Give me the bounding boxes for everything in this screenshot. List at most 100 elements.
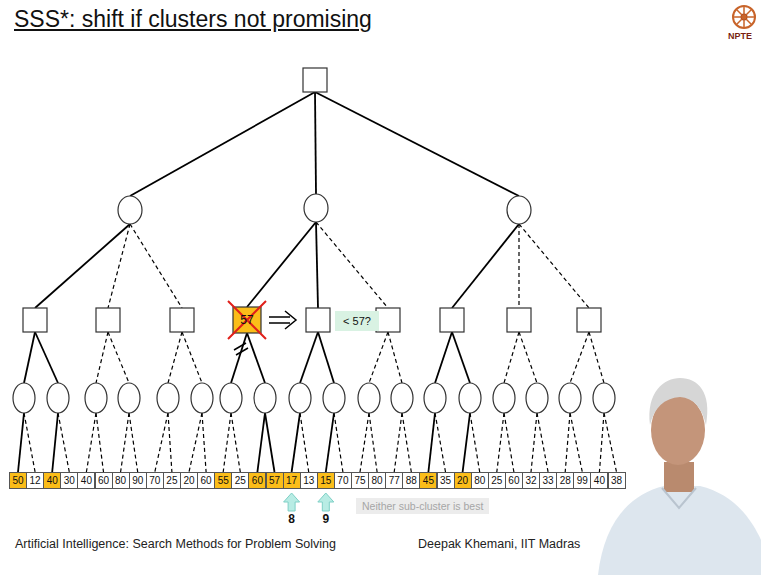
min-node xyxy=(391,383,413,413)
leaf-value-box: 80 xyxy=(112,472,130,489)
tree-edge xyxy=(108,332,129,383)
tree-edge xyxy=(589,332,604,383)
tree-edge xyxy=(369,413,377,472)
tree-edge xyxy=(360,413,369,472)
min-node xyxy=(254,383,276,413)
tree-edge xyxy=(96,413,104,472)
max-node xyxy=(23,308,47,332)
tree-edge xyxy=(35,224,130,308)
footer-author: Deepak Khemani, IIT Madras xyxy=(418,537,580,551)
tree-edge xyxy=(300,413,309,472)
node-text: 20 xyxy=(457,476,468,486)
cross-out-mark xyxy=(228,301,266,339)
node-text: 88 xyxy=(406,476,417,486)
node-text: 75 xyxy=(354,476,365,486)
tree-edge xyxy=(182,332,202,383)
leaf-value-box: 60 xyxy=(197,472,215,489)
tree-edge xyxy=(24,413,35,472)
leaf-value-box: 40 xyxy=(590,472,608,489)
leaf-value-box: 38 xyxy=(608,472,626,489)
tree-edge xyxy=(52,413,58,472)
tree-edge xyxy=(531,413,537,472)
nptel-logo xyxy=(733,6,755,28)
min-node xyxy=(507,196,531,224)
tree-edge xyxy=(121,413,129,472)
tree-edge xyxy=(223,413,231,472)
pointer-arrow xyxy=(318,493,334,511)
tree-edge xyxy=(402,413,411,472)
tree-edge xyxy=(35,332,58,383)
leaf-value-box: 20 xyxy=(180,472,198,489)
presenter-figure xyxy=(598,378,761,575)
node-text: 40 xyxy=(47,476,58,486)
leaf-value-box: 75 xyxy=(351,472,369,489)
tree-edge xyxy=(435,413,446,472)
leaf-value-box: 50 xyxy=(9,472,27,489)
callout-number: 9 xyxy=(322,513,329,527)
tree-edge xyxy=(168,413,172,472)
node-text: 57 xyxy=(269,476,280,486)
leaf-value-box: 25 xyxy=(163,472,181,489)
node-text: 33 xyxy=(543,476,554,486)
min-node xyxy=(593,383,615,413)
tree-edge xyxy=(369,332,388,383)
tree-edge xyxy=(435,332,452,383)
node-text: 17 xyxy=(286,476,297,486)
node-text: 60 xyxy=(98,476,109,486)
max-node xyxy=(170,308,194,332)
max-node xyxy=(303,68,327,92)
node-text: 55 xyxy=(218,476,229,486)
node-text: 25 xyxy=(491,476,502,486)
tree-edge xyxy=(231,333,247,383)
node-text: 50 xyxy=(12,476,23,486)
tree-edge xyxy=(388,332,402,383)
min-node xyxy=(323,383,345,413)
tree-edge xyxy=(428,413,435,472)
min-node xyxy=(13,383,35,413)
node-text: 70 xyxy=(149,476,160,486)
tree-edge xyxy=(497,413,504,472)
tree-edge xyxy=(96,332,108,383)
leaf-value-box: 28 xyxy=(556,472,574,489)
tree-edge xyxy=(394,413,402,472)
tree-edge xyxy=(155,413,168,472)
min-nodes xyxy=(13,194,615,413)
leaf-value-box: 80 xyxy=(471,472,489,489)
tree-edge xyxy=(326,413,334,472)
tree-edge xyxy=(247,222,316,307)
leaf-value-box: 25 xyxy=(231,472,249,489)
max-node xyxy=(507,308,531,332)
node-text: 60 xyxy=(508,476,519,486)
max-node xyxy=(96,308,120,332)
node-text: 40 xyxy=(81,476,92,486)
logo-ring xyxy=(733,6,755,28)
node-text: 57 xyxy=(240,314,253,326)
leaf-value-box: 90 xyxy=(129,472,147,489)
tree-edge xyxy=(452,224,519,308)
min-node xyxy=(157,383,179,413)
leaf-value-box: 88 xyxy=(402,472,420,489)
leaf-value-box: 30 xyxy=(60,472,78,489)
footer-course: Artificial Intelligence: Search Methods … xyxy=(15,537,336,551)
tree-edge xyxy=(129,413,138,472)
node-text: 99 xyxy=(577,476,588,486)
tree-edge xyxy=(604,413,617,472)
node-text: 77 xyxy=(389,476,400,486)
leaf-value-box: 55 xyxy=(214,472,232,489)
max-node xyxy=(440,308,464,332)
leaf-value-box: 70 xyxy=(334,472,352,489)
min-node xyxy=(289,383,311,413)
node-text: 20 xyxy=(183,476,194,486)
tree-edge xyxy=(315,92,519,196)
tree-edge xyxy=(130,92,315,196)
bound-test-callout: < 57? xyxy=(335,311,379,331)
max-nodes xyxy=(23,68,601,332)
shift-arrow xyxy=(269,311,296,329)
tree-edge xyxy=(18,413,24,472)
tree-edge xyxy=(519,224,589,308)
tree-edge xyxy=(599,413,604,472)
logo-text: NPTE xyxy=(728,31,752,41)
tree-edge xyxy=(518,224,519,308)
tree-edge xyxy=(202,413,206,472)
leaf-value-box: 17 xyxy=(283,472,301,489)
